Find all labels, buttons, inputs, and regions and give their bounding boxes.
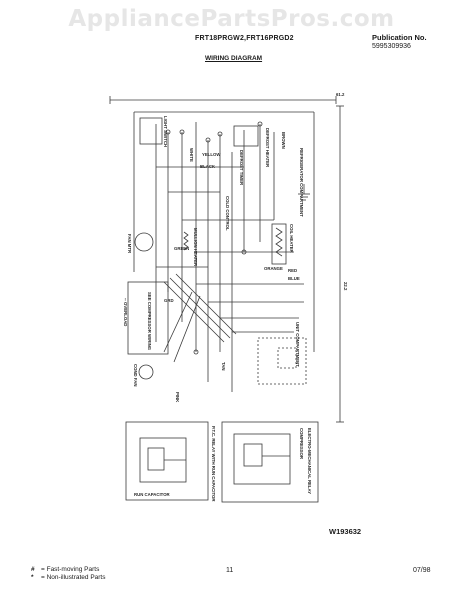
wiring-diagram: 61.2 22.2 REFRIGERATOR COMPARTMENT UNIT …	[104, 92, 356, 510]
wiring-diagram-svg: 61.2 22.2 REFRIGERATOR COMPARTMENT UNIT …	[109, 92, 348, 503]
left-relay-box	[125, 421, 209, 501]
model-numbers: FRT18PRGW2,FRT16PRGD2	[195, 35, 294, 42]
relay-left-label: RUN CAPACITOR	[134, 492, 171, 497]
condenser-fan-motor	[138, 364, 154, 380]
wire-label-pink: PINK	[175, 392, 180, 403]
freezer-fan-motor	[134, 232, 154, 252]
light-switch	[139, 117, 163, 145]
diagram-heading: WIRING DIAGRAM	[205, 55, 263, 62]
height-dimension-label: 22.2	[343, 282, 348, 291]
wire-label-black: BLACK	[200, 164, 216, 169]
wire-label-orange: ORANGE	[264, 266, 283, 271]
unit-compartment	[257, 337, 307, 385]
defrost-heater-label: DEFROST HEATER	[265, 128, 270, 168]
publication-info: Publication No. 5995309936	[372, 33, 460, 51]
revision-date: 07/98	[413, 567, 431, 574]
fast-moving-symbol: #	[31, 566, 35, 573]
wire-label-red: RED	[288, 268, 297, 273]
reference-number: W193632	[329, 527, 362, 536]
non-illustrated-legend: * = Non-illustrated Parts	[31, 574, 106, 582]
coil-heater-label: COIL HEATER	[289, 224, 294, 254]
mullion-heater-label: MULLION HEATER	[193, 228, 198, 267]
freezer-fan-label: FAN MTR	[127, 234, 132, 254]
refrigerator-compartment-label: REFRIGERATOR COMPARTMENT	[299, 148, 304, 217]
footer-legend: # = Fast-moving Parts * = Non-illustrated …	[31, 566, 106, 582]
publication-label: Publication No.	[372, 33, 427, 42]
defrost-timer-label: DEFROST TIMER	[239, 150, 244, 186]
defrost-timer	[233, 125, 259, 147]
non-illustrated-symbol: *	[31, 574, 34, 581]
wire-label-white: WHITE	[189, 148, 194, 162]
non-illustrated-text: = Non-illustrated Parts	[41, 574, 106, 581]
overload-text: -- OVERLOAD	[123, 298, 128, 326]
compressor-text: SEE COMPRESSOR WIRING	[147, 292, 152, 351]
unit-compartment-label: UNIT COMPARTMENT	[295, 322, 300, 367]
condenser-fan-label: COND FAN	[133, 364, 138, 386]
fast-moving-text: = Fast-moving Parts	[41, 566, 100, 573]
wire-label-brown: BROWN	[281, 132, 286, 149]
wire-label-grd: GRD	[164, 298, 174, 303]
page-number: 11	[226, 567, 234, 574]
mullion-heater	[183, 231, 189, 251]
relay-right-label: ELECTRO-MECHANICAL RELAY	[307, 428, 312, 494]
relay-right-sub-label: COMPRESSOR	[299, 428, 304, 460]
width-dimension-label: 61.2	[336, 92, 345, 97]
light-switch-label: LIGHT SWITCH	[163, 116, 168, 147]
compressor-box	[127, 281, 169, 355]
watermark: AppliancePartsPros.com	[68, 6, 395, 32]
wire-label-yellow: YELLOW	[202, 152, 221, 157]
wire-label-green: GREEN	[174, 246, 189, 251]
coil-heater	[271, 223, 287, 265]
wire-label-tan: TAN	[221, 362, 226, 371]
solid-state-relay-label: P.T.C. RELAY WITH RUN CAPACITOR	[211, 426, 216, 502]
cold-control-label: COLD CONTROL	[225, 196, 230, 231]
wire-label-blue: BLUE	[288, 276, 300, 281]
right-relay-box	[221, 421, 319, 503]
fast-moving-legend: # = Fast-moving Parts	[31, 566, 106, 574]
publication-number: 5995309936	[372, 43, 411, 50]
